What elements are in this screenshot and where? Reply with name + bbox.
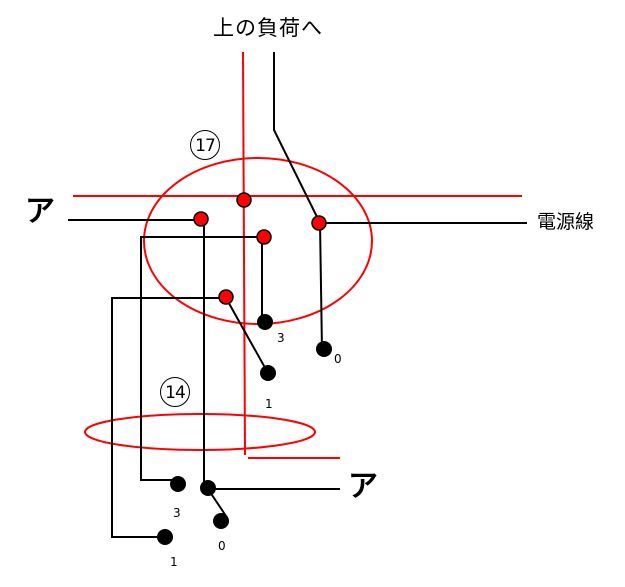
contact-upper-1: [260, 365, 276, 381]
lower-position-1: 1: [170, 555, 178, 569]
junction-node: [218, 289, 234, 305]
section-14-marker: 14: [160, 377, 190, 407]
contact-lower-1: [157, 529, 173, 545]
contact-upper-3: [257, 314, 273, 330]
wire-to-lower-contact3: [140, 236, 264, 481]
switch-contacts: [157, 314, 332, 545]
terminal-a-right: ア: [348, 469, 378, 504]
wires: [68, 52, 527, 538]
junction-node: [193, 211, 209, 227]
contact-lower-common: [200, 480, 216, 496]
lower-position-0: 0: [218, 539, 226, 553]
section-14-ellipse: [84, 413, 316, 451]
upper-position-1: 1: [265, 397, 273, 411]
contact-lower-0: [213, 513, 229, 529]
junction-node: [256, 229, 272, 245]
power-line-label: 電源線: [537, 211, 595, 233]
contact-lower-3: [170, 476, 186, 492]
junction-node: [311, 215, 327, 231]
red-vertical-line: [242, 51, 246, 456]
wire-to-lower-contact1: [111, 297, 226, 538]
contact-upper-0: [316, 341, 332, 357]
upper-position-0: 0: [334, 352, 342, 366]
terminal-a-left: ア: [25, 194, 55, 229]
section-17-marker: 17: [190, 130, 220, 160]
title-to-upper-load: 上の負荷へ: [213, 16, 323, 40]
upper-position-3: 3: [277, 331, 285, 345]
junction-nodes: [193, 192, 327, 305]
lower-position-3: 3: [173, 506, 181, 520]
upper-switch-arm: [225, 297, 269, 374]
wire-to-upper-load: [273, 52, 321, 224]
junction-node: [236, 192, 252, 208]
wire-power-to-contact0: [319, 222, 323, 351]
